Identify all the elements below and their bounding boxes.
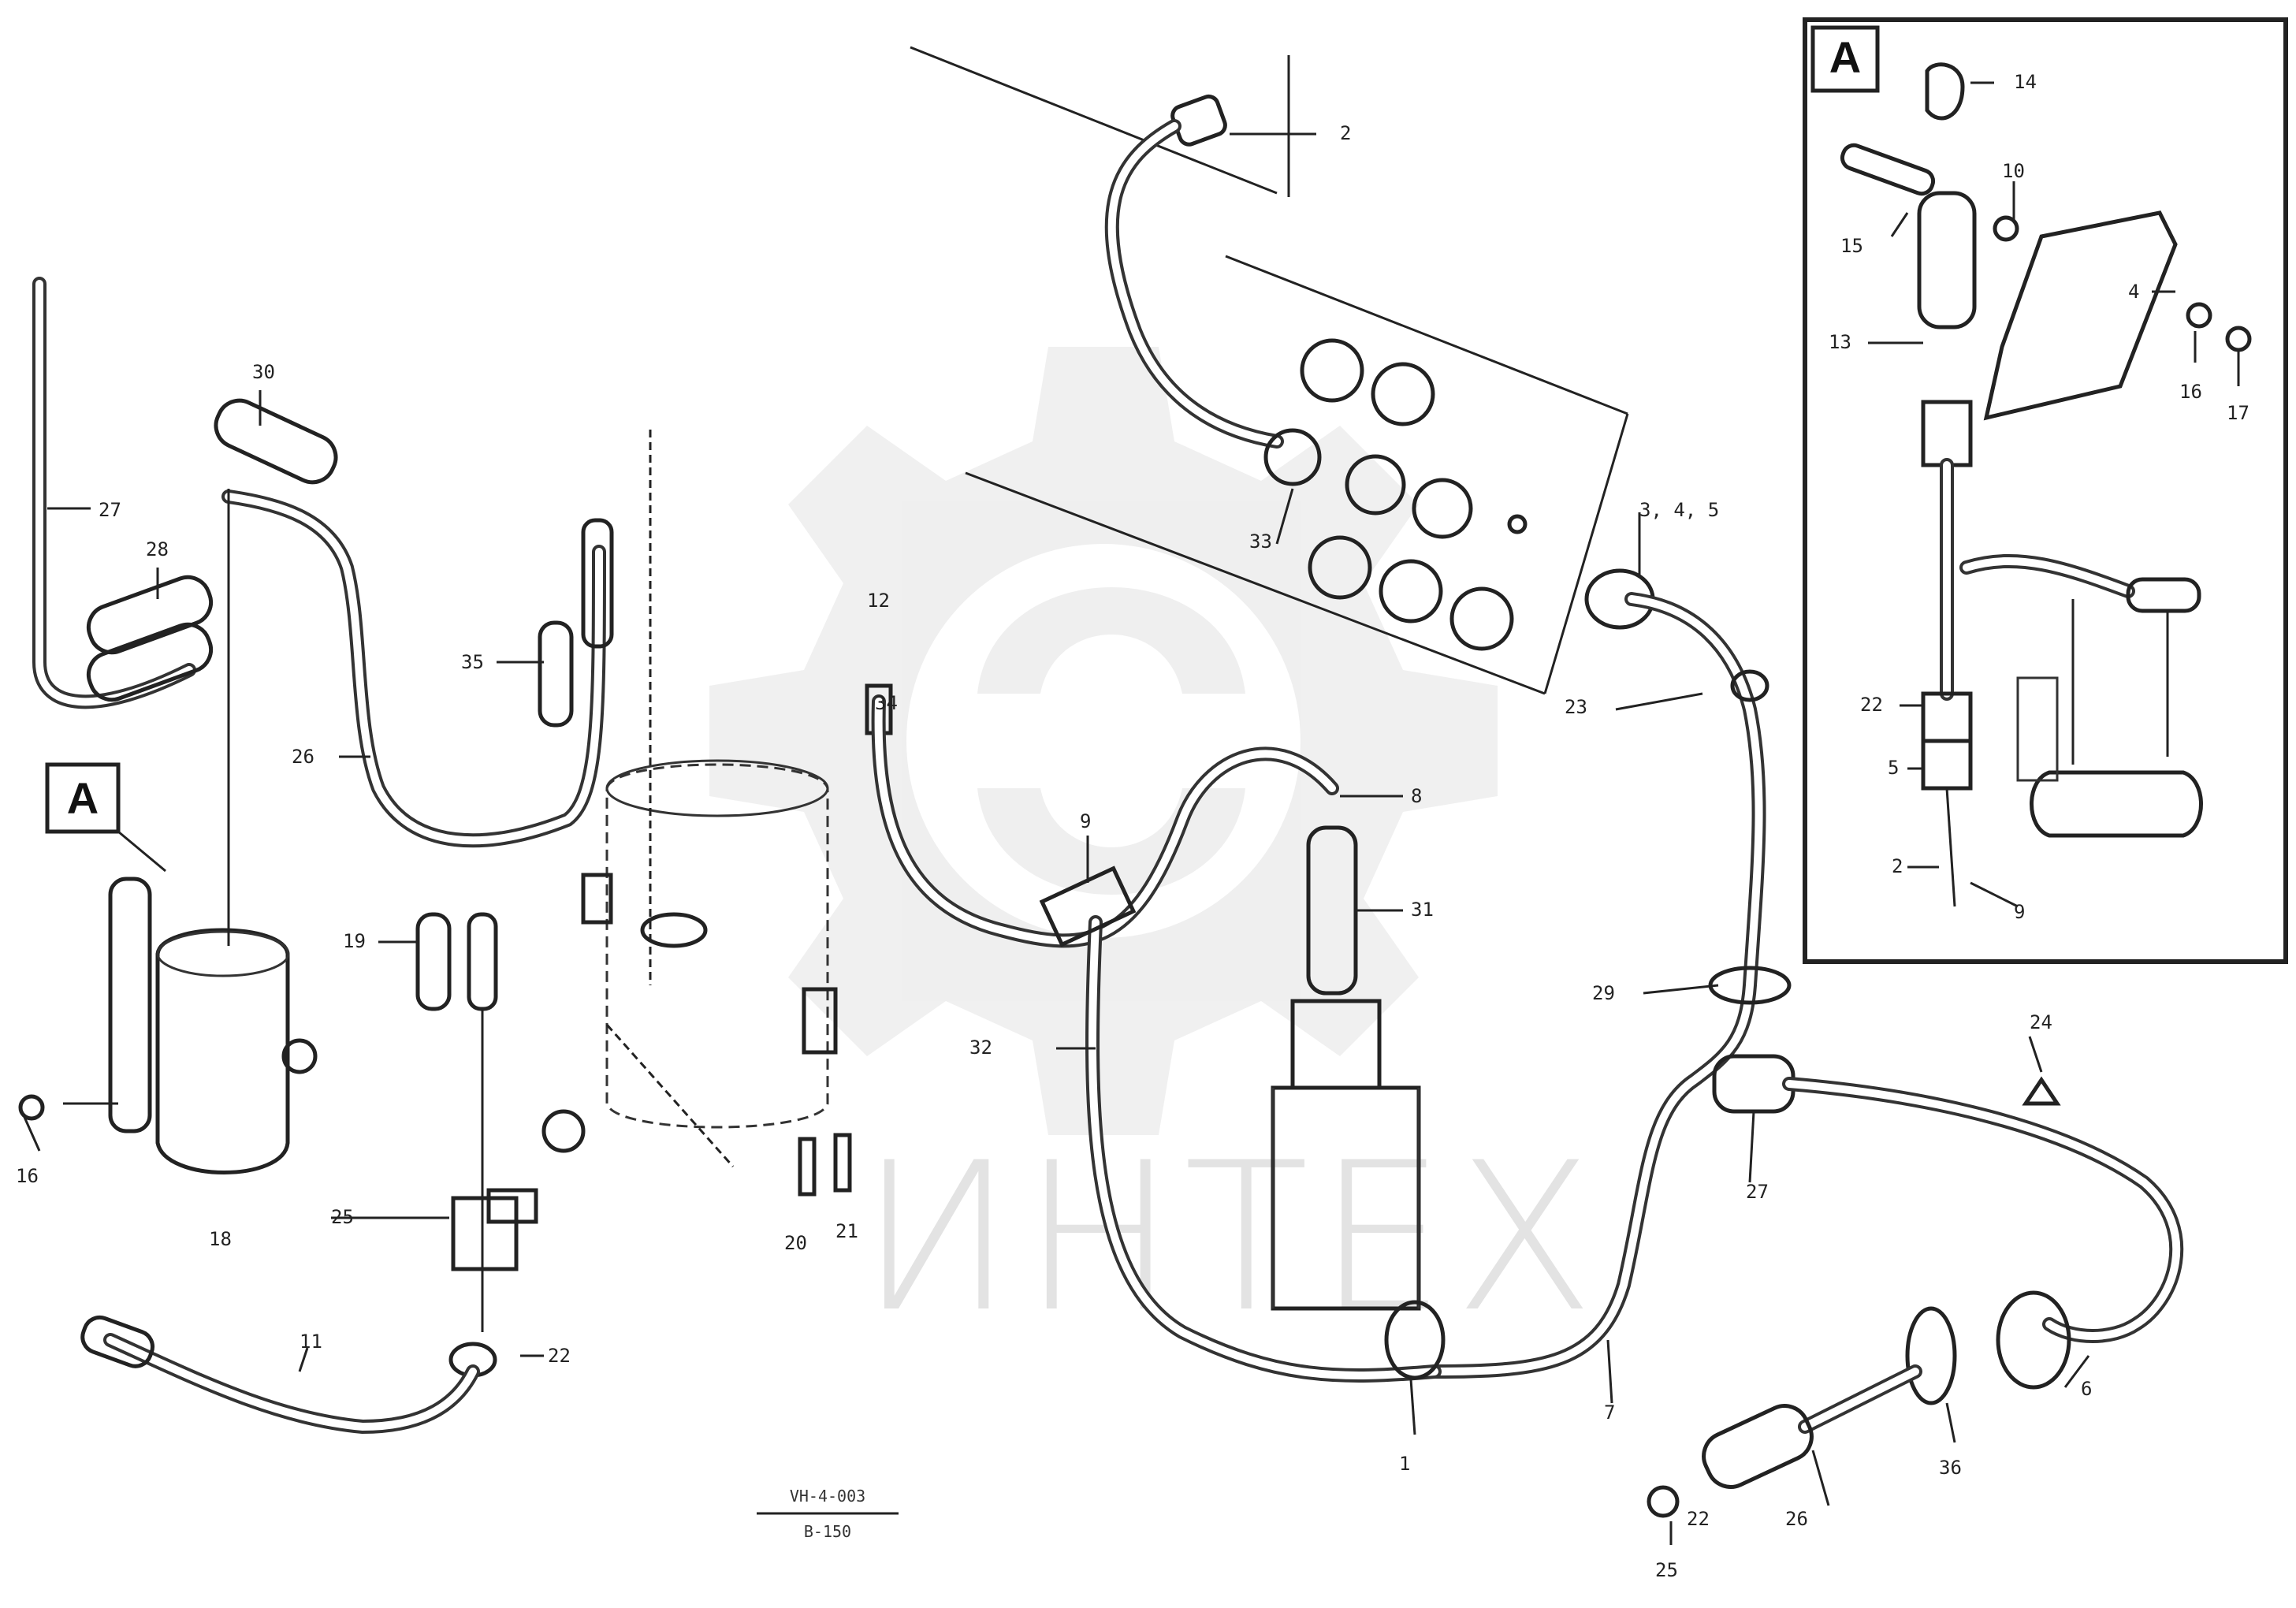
part-label: 26: [1785, 1508, 1808, 1530]
part-label: 2: [1892, 855, 1903, 877]
part-label: 27: [1746, 1181, 1769, 1203]
part-label: 25: [331, 1206, 354, 1228]
part-label: 20: [784, 1232, 807, 1254]
part-label: 10: [2002, 160, 2025, 182]
drawing-code: VH-4-003: [790, 1487, 865, 1506]
part-label: 17: [2227, 402, 2249, 424]
top-plug-assembly: [910, 46, 1290, 449]
upper-left-hose: [214, 398, 614, 848]
part-label: 4: [2128, 281, 2139, 303]
part-labels: 2 3, 4, 5 27 30 28 35 26 19 33 12 34 20 …: [16, 71, 2249, 1581]
part-label: 16: [2179, 381, 2202, 403]
part-label: 13: [1829, 331, 1851, 353]
detail-callout-left: A: [45, 762, 166, 873]
left-pump-assembly: [18, 489, 318, 1174]
callout-letter-inset: A: [1829, 32, 1861, 82]
part-label: 35: [461, 651, 484, 673]
part-label: 14: [2014, 71, 2037, 93]
part-label: 31: [1411, 899, 1434, 921]
part-label: 5: [1888, 757, 1899, 779]
part-label: 29: [1592, 982, 1615, 1004]
lower-hose-assembly: [1647, 1076, 2184, 1518]
part-label: 22: [1687, 1508, 1710, 1530]
instrument-panel: [965, 255, 1629, 695]
part-label: 11: [300, 1331, 322, 1353]
part-label: 23: [1565, 696, 1587, 718]
callout-letter-left: A: [67, 773, 99, 823]
far-left-rod: [32, 277, 214, 709]
drawing-sheet: B-150: [804, 1522, 851, 1541]
part-label: 18: [209, 1228, 232, 1250]
part-label: 34: [875, 692, 898, 714]
watermark-text: ИНТЕХ: [859, 1119, 1602, 1357]
part-label: 15: [1840, 235, 1863, 257]
part-label: 16: [16, 1165, 39, 1187]
gear-logo-icon: [709, 347, 1498, 1135]
part-label: 9: [1080, 810, 1091, 832]
part-label: 26: [292, 746, 314, 768]
part-label: 36: [1939, 1457, 1962, 1479]
part-label: 9: [2014, 901, 2025, 923]
part-label: 1: [1399, 1453, 1410, 1475]
part-label: 3, 4, 5: [1639, 499, 1719, 521]
leader-lines: [47, 81, 2240, 1545]
part-label: 12: [867, 590, 890, 612]
part-label: 27: [99, 499, 121, 521]
part-label: 30: [252, 361, 275, 383]
part-label: 28: [146, 538, 169, 560]
detail-inset-frame: A: [1803, 17, 2288, 964]
part-label: 25: [1655, 1559, 1678, 1581]
part-label: 24: [2030, 1011, 2052, 1033]
part-label: 22: [1860, 694, 1883, 716]
part-label: 32: [969, 1037, 992, 1059]
middle-hose-assembly: [865, 683, 1446, 1383]
part-label: 21: [835, 1220, 858, 1242]
part-label: 2: [1340, 122, 1351, 144]
part-label: 6: [2081, 1378, 2092, 1400]
part-label: 22: [548, 1345, 571, 1367]
part-label: 19: [343, 930, 366, 952]
part-label: 8: [1411, 785, 1422, 807]
part-label: 7: [1604, 1401, 1615, 1424]
part-label: 33: [1249, 530, 1272, 553]
bracket-rod-assembly: [80, 912, 538, 1434]
reservoir-assembly: [541, 430, 852, 1197]
drawing-stamp: VH-4-003 B-150: [757, 1487, 899, 1541]
